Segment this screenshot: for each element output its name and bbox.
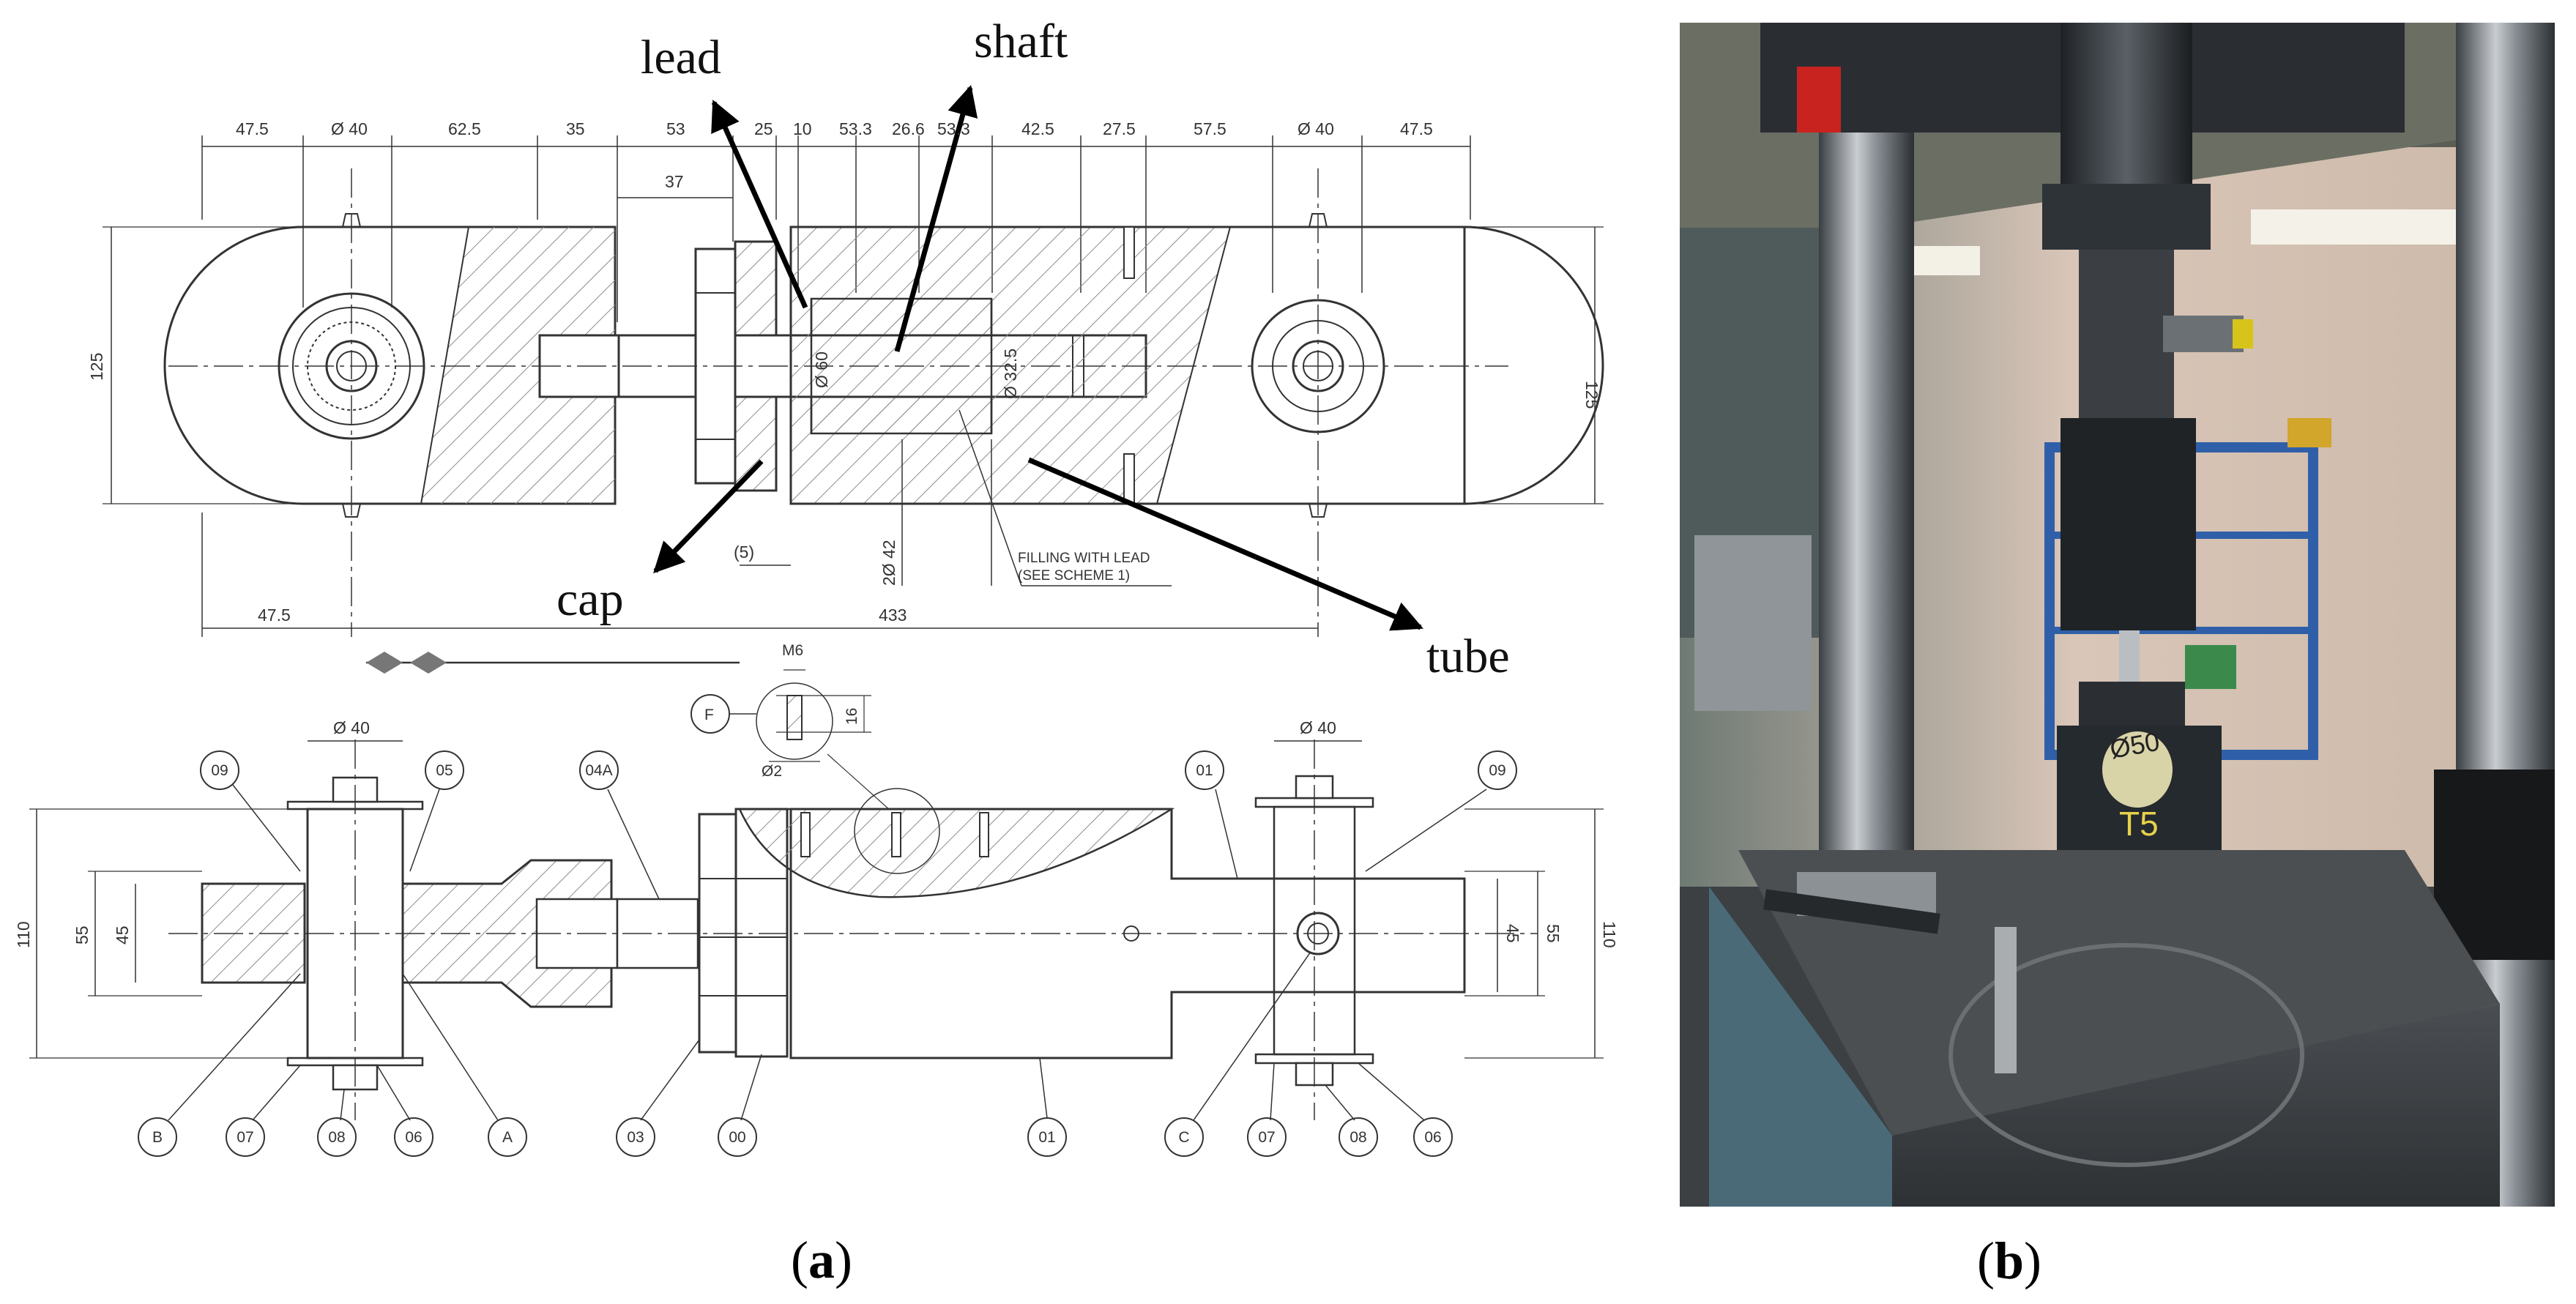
caption-b-letter: b (1995, 1232, 2024, 1290)
callout-01-top: 01 (1196, 762, 1213, 779)
dim-5: (5) (734, 543, 754, 562)
lower-view-text: M6 F 16 Ø2 Ø 40 Ø 40 110 55 45 45 55 110… (14, 642, 1619, 1146)
label-tube: tube (1426, 630, 1510, 683)
lower-dia-left: Ø 40 (333, 718, 370, 737)
caption-b-open: ( (1977, 1232, 1995, 1290)
note-line-2: (SEE SCHEME 1) (1018, 568, 1130, 584)
lower-h-45-right: 45 (1503, 924, 1522, 943)
dim-37: 37 (665, 172, 684, 191)
top-view-text: lead shaft cap tube 47.5 Ø 40 62.5 35 53… (87, 15, 1601, 683)
top-dim-11: 42.5 (1021, 119, 1054, 138)
top-dim-12: 27.5 (1103, 119, 1136, 138)
caption-b-close: ) (2024, 1232, 2041, 1290)
detail-letter: F (704, 707, 714, 723)
bottom-dim-total: 433 (879, 606, 907, 625)
specimen-mark-2: T5 (2119, 805, 2159, 843)
detail-depth: 16 (844, 708, 860, 725)
lower-h-45-left: 45 (113, 925, 132, 945)
caption-a-open: ( (791, 1231, 808, 1289)
dia-60: Ø 60 (812, 351, 831, 388)
caption-b-wrap: (b) (1977, 1232, 2041, 1290)
top-dim-7: 10 (793, 119, 812, 138)
callout-05: 05 (436, 762, 453, 779)
height-right: 125 (1582, 381, 1601, 409)
callout-c: C (1178, 1129, 1189, 1146)
callout-00: 00 (729, 1129, 745, 1146)
lower-h-110-right: 110 (1600, 921, 1619, 948)
lower-h-55-left: 55 (72, 925, 92, 945)
callout-07-right: 07 (1258, 1129, 1275, 1146)
caption-a-letter: a (808, 1231, 835, 1289)
callout-07-left: 07 (237, 1129, 253, 1146)
label-lead: lead (641, 31, 721, 84)
callout-08-right: 08 (1350, 1129, 1366, 1146)
callout-09-right: 09 (1489, 762, 1505, 779)
dim-2-dia-42: 2Ø 42 (879, 540, 898, 586)
caption-a-close: ) (835, 1231, 852, 1289)
detail-thread: M6 (782, 642, 803, 659)
callout-06-left: 06 (405, 1129, 422, 1146)
label-cap: cap (556, 573, 624, 626)
top-dim-8: 53.3 (839, 119, 872, 138)
top-dim-6: 25 (754, 119, 773, 138)
technical-drawing: lead shaft cap tube 47.5 Ø 40 62.5 35 53… (14, 15, 1619, 1289)
callout-03: 03 (627, 1129, 644, 1146)
caption-a: (a) (791, 1231, 852, 1289)
top-dim-9: 26.6 (892, 119, 925, 138)
top-dim-4: 35 (566, 119, 585, 138)
height-left: 125 (87, 353, 106, 381)
callout-01-bottom: 01 (1038, 1129, 1055, 1146)
callout-08-left: 08 (328, 1129, 345, 1146)
dia-32-5: Ø 32.5 (1001, 349, 1020, 399)
label-shaft: shaft (974, 15, 1068, 68)
lower-h-110-left: 110 (14, 921, 33, 948)
top-view (103, 135, 1604, 674)
bottom-dim-left: 47.5 (258, 606, 291, 625)
top-dim-1: 47.5 (236, 119, 269, 138)
test-machine-photo: Ø50 T5 (1680, 23, 2555, 1207)
top-dim-5: 53 (666, 119, 685, 138)
callout-04a: 04A (585, 762, 612, 779)
lower-view (29, 669, 1604, 1157)
lower-h-55-right: 55 (1544, 924, 1563, 943)
top-dim-2: Ø 40 (331, 119, 368, 138)
detail-dia: Ø2 (762, 763, 782, 780)
callout-06-right: 06 (1424, 1129, 1441, 1146)
callout-b: B (152, 1129, 163, 1146)
caption-b: (b) (1977, 1232, 2041, 1290)
top-dim-13: 57.5 (1194, 119, 1226, 138)
callout-09-left: 09 (211, 762, 228, 779)
top-dim-15: 47.5 (1400, 119, 1433, 138)
top-dim-14: Ø 40 (1298, 119, 1334, 138)
top-dim-3: 62.5 (448, 119, 481, 138)
lower-dia-right: Ø 40 (1300, 718, 1336, 737)
label-arrows (653, 84, 1423, 631)
callout-a: A (502, 1129, 513, 1146)
top-dim-10: 53.3 (937, 119, 970, 138)
note-line-1: FILLING WITH LEAD (1018, 551, 1150, 566)
